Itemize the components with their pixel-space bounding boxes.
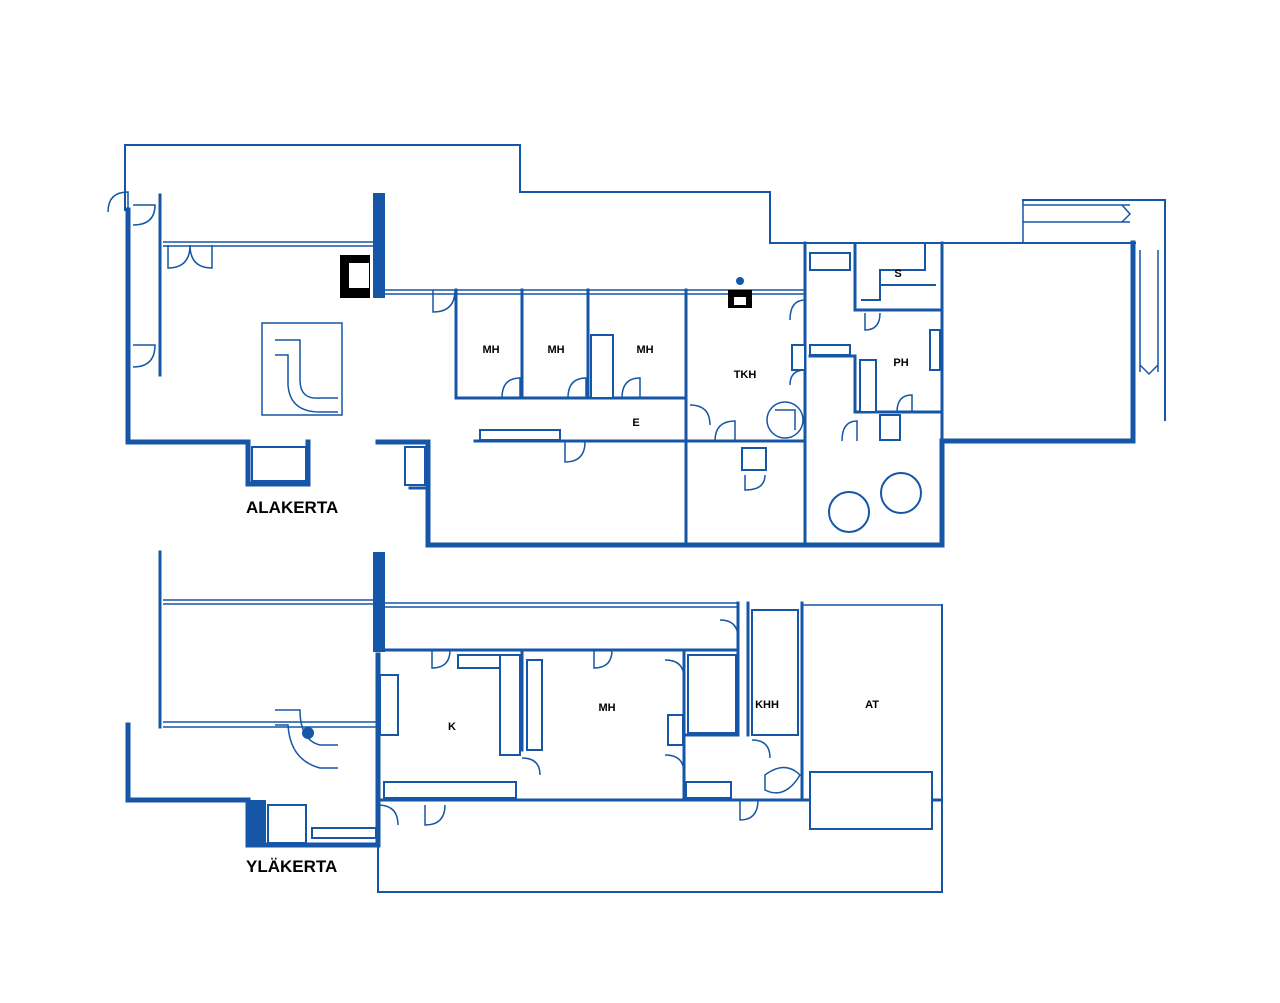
floor-label-upper: YLÄKERTA bbox=[246, 857, 337, 876]
upper-floor: K MH KHH AT YLÄKERTA bbox=[125, 550, 943, 893]
room-label-khh: KHH bbox=[755, 699, 779, 711]
lower-floor: MH MH MH TKH E S PH ALAKERTA bbox=[107, 144, 1166, 548]
floor-label-lower: ALAKERTA bbox=[246, 498, 338, 517]
room-label-mh: MH bbox=[547, 344, 564, 356]
room-label-ph: PH bbox=[893, 357, 908, 369]
room-label-k: K bbox=[448, 721, 456, 733]
room-label-s: S bbox=[894, 268, 901, 280]
room-label-mh: MH bbox=[636, 344, 653, 356]
room-label-mh: MH bbox=[598, 702, 615, 714]
room-label-at: AT bbox=[865, 699, 879, 711]
room-label-e: E bbox=[632, 417, 639, 429]
room-label-mh: MH bbox=[482, 344, 499, 356]
room-label-tkh: TKH bbox=[734, 369, 757, 381]
